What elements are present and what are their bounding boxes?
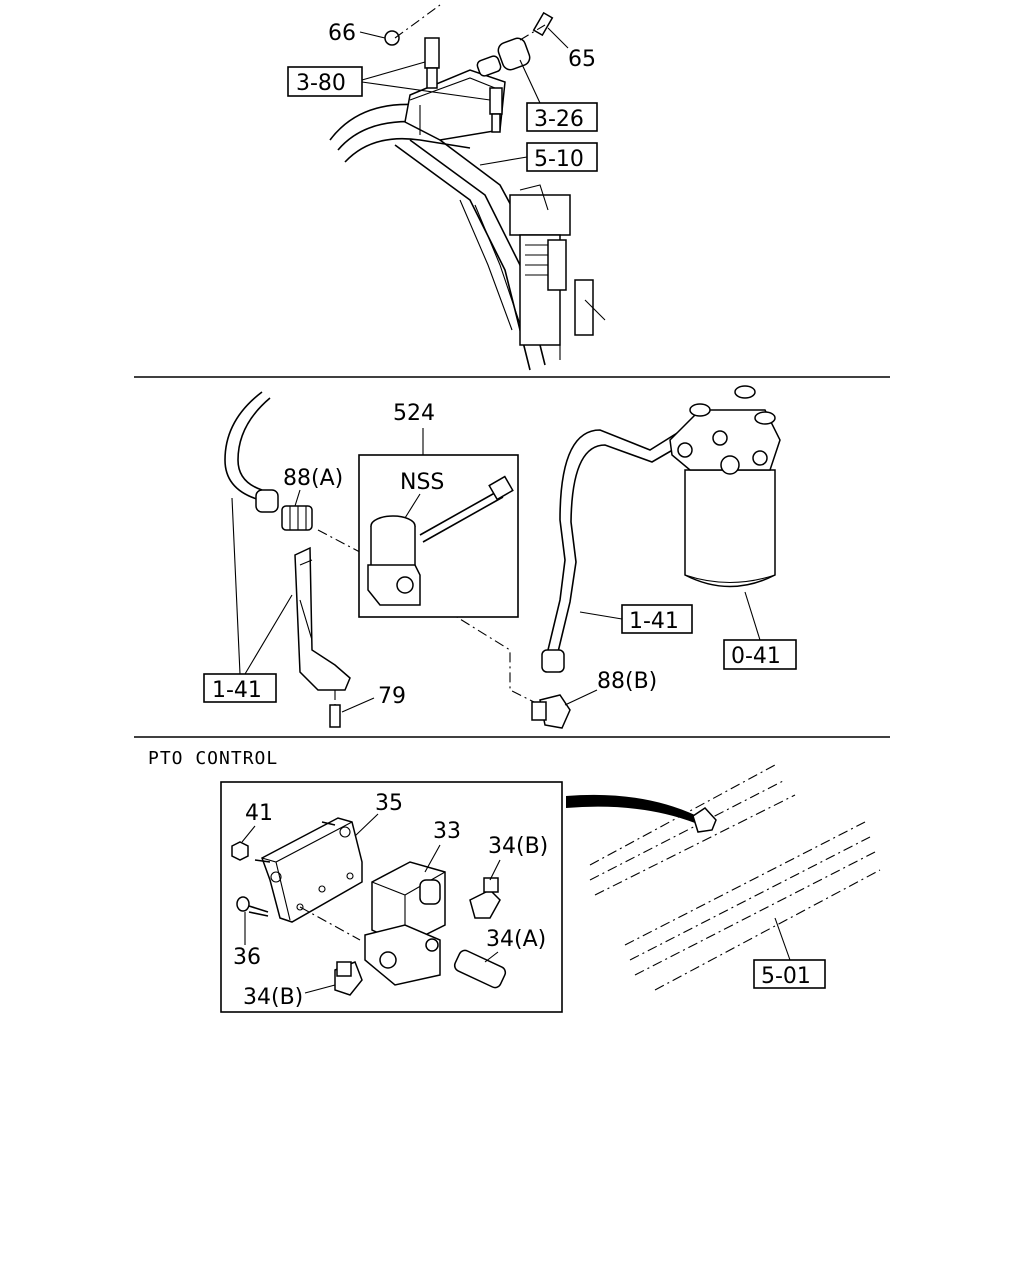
part-label-65: 65: [568, 47, 596, 72]
part-label-36: 36: [233, 945, 261, 970]
ref-box-1-41-left: [203, 673, 277, 703]
part-label-33: 33: [433, 819, 461, 844]
fitting-88a: [281, 505, 313, 531]
part-label-88a: 88(A): [283, 466, 343, 491]
fitting-88b: [539, 694, 571, 729]
ref-box-1-41-right: [621, 604, 693, 634]
ref-label-3-26: 3-26: [534, 107, 584, 132]
part-label-79: 79: [378, 684, 406, 709]
ref-label-0-41: 0-41: [731, 644, 781, 669]
frame-assembly-drawing: [329, 4, 606, 371]
air-tank: [684, 469, 776, 588]
ref-label-5-01: 5-01: [761, 964, 811, 989]
part-label-34a: 34(A): [486, 927, 546, 952]
part-label-35: 35: [375, 791, 403, 816]
part-label-34b-bottom: 34(B): [243, 985, 303, 1010]
ref-label-5-10: 5-10: [534, 147, 584, 172]
part-label-41: 41: [245, 801, 273, 826]
pointer-arrow: [566, 794, 695, 823]
ref-box-5-10: [526, 142, 598, 172]
section-title-pto-control: PTO CONTROL: [148, 748, 278, 769]
part-label-nss: NSS: [400, 470, 444, 495]
part-label-88b: 88(B): [597, 669, 657, 694]
hose-fitting: [255, 489, 279, 513]
part-label-34b-top: 34(B): [488, 834, 548, 859]
ref-label-3-80: 3-80: [296, 71, 346, 96]
top-callouts: 66 65 3-80 3-26 5-10: [287, 21, 598, 172]
ref-box-3-26: [526, 102, 598, 132]
bolt-79: [329, 704, 341, 728]
ref-box-0-41: [723, 639, 797, 670]
part-label-524: 524: [393, 401, 435, 426]
part-label-66: 66: [328, 21, 356, 46]
middle-callouts: 524 NSS 88(A) 88(B) 79 1-41 1-41 0-41: [203, 401, 797, 713]
ref-box-3-80: [287, 66, 363, 97]
pto-valve-drawing: [231, 817, 507, 996]
pto-callouts: 41 35 33 34(B) 34(A) 34(B) 36: [233, 791, 548, 1010]
frame-rail-drawing: [566, 764, 881, 991]
bolt-36: [236, 896, 250, 912]
ref-label-1-41-left: 1-41: [212, 678, 262, 703]
ref-label-1-41-right: 1-41: [629, 609, 679, 634]
nut-41: [231, 841, 249, 861]
air-line-drawing: [224, 385, 781, 729]
